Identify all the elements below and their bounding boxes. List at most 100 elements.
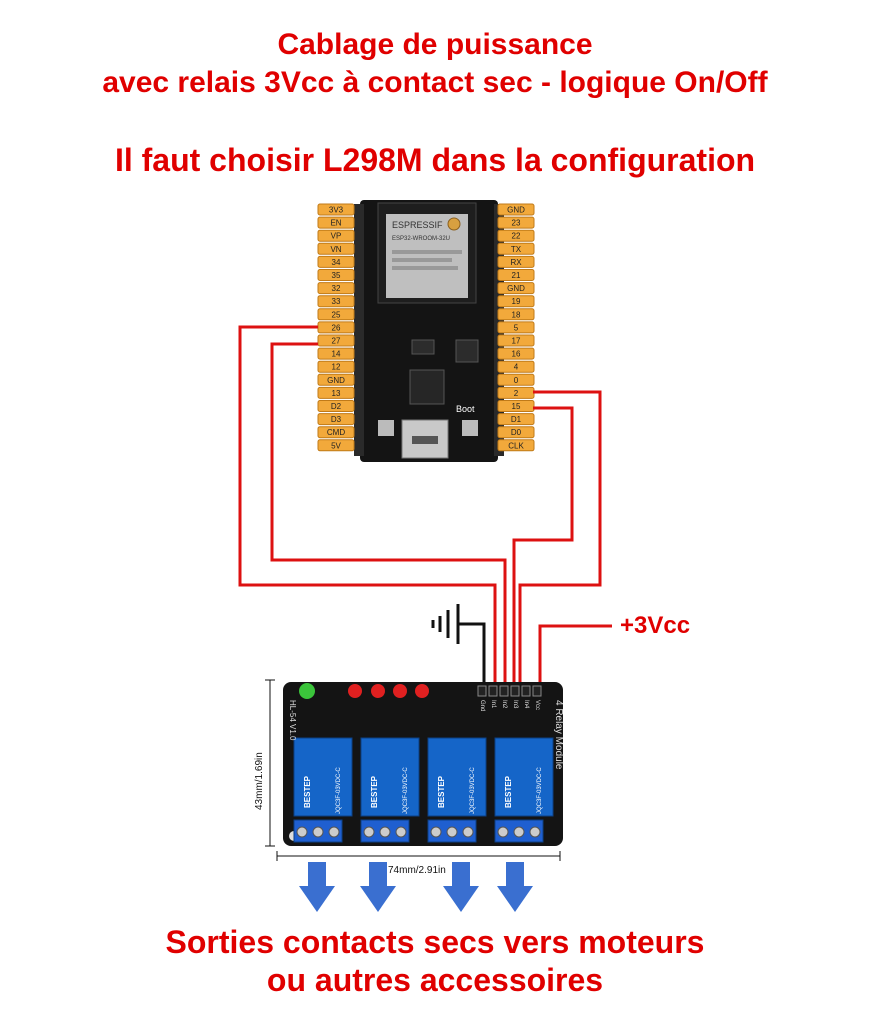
left-pin-label: 14 (332, 350, 341, 359)
left-pin-label: VN (330, 245, 341, 254)
vcc-label: +3Vcc (620, 612, 691, 639)
left-pin-18 (317, 439, 355, 452)
right-pin-8 (497, 308, 535, 321)
left-pin-label: D3 (331, 415, 342, 424)
terminal-screw (529, 826, 541, 838)
left-pin-3 (317, 242, 355, 255)
height-dimension: 43mm/1.69in (254, 752, 265, 810)
relay-brand: BESTEP (303, 775, 312, 808)
wire-vcc (538, 624, 612, 690)
output-arrow-2 (360, 862, 396, 912)
relay-4 (494, 737, 554, 817)
relay-3 (427, 737, 487, 817)
espressif-brand: ESPRESSIF (392, 220, 443, 230)
usb-chip (409, 369, 445, 405)
esp32-board: ESPRESSIF ESP32-WROOM-32U Boot 3V3ENVPVN… (317, 200, 535, 462)
terminal-screw (328, 826, 340, 838)
left-pin-label: 34 (332, 258, 341, 267)
terminal-screw (296, 826, 308, 838)
relay-model: JQC3F-03VDC-C (336, 767, 342, 814)
right-pin-12 (497, 360, 535, 373)
right-pin-9 (497, 321, 535, 334)
left-pin-5 (317, 269, 355, 281)
boot-button[interactable] (462, 420, 478, 436)
relay-2 (360, 737, 420, 817)
right-pin-label: 15 (512, 402, 521, 411)
right-pin-label: 18 (512, 310, 521, 319)
left-pin-label: CMD (327, 428, 345, 437)
title-line-2: avec relais 3Vcc à contact sec - logique… (102, 66, 768, 99)
right-pin-16 (497, 413, 535, 426)
left-pin-label: 12 (332, 363, 341, 372)
right-pin-2 (497, 229, 535, 242)
wire-gnd (458, 622, 486, 690)
wroom-module: ESPRESSIF ESP32-WROOM-32U (377, 202, 477, 304)
dimension-height (265, 679, 275, 847)
right-pin-label: D0 (511, 428, 522, 437)
header-pin-label: Vcc (534, 700, 540, 710)
header-pin-in4 (521, 685, 531, 697)
right-pin-label: 2 (514, 389, 519, 398)
side-label: HL-54 V1.0 (288, 700, 297, 741)
module-name: ESP32-WROOM-32U (392, 236, 450, 242)
left-pin-label: D2 (331, 402, 342, 411)
left-pin-8 (317, 308, 355, 321)
header-pin-label: In2 (501, 700, 507, 709)
left-pin-1 (317, 216, 355, 229)
left-pin-label: 32 (332, 284, 341, 293)
wire-gpio26 (238, 325, 497, 690)
right-pin-label: 19 (512, 297, 521, 306)
relay-model: JQC3F-03VDC-C (403, 767, 409, 814)
left-pin-6 (317, 282, 355, 295)
output-arrow-1 (299, 862, 335, 912)
left-pin-label: 5V (331, 441, 341, 450)
right-pin-1 (497, 216, 535, 229)
relay-led-1 (348, 684, 362, 698)
boot-label: Boot (456, 404, 475, 414)
relay-1 (293, 737, 353, 817)
terminal-screw (379, 826, 391, 838)
terminal-screw (312, 826, 324, 838)
relay-led-3 (393, 684, 407, 698)
right-pin-13 (497, 373, 535, 386)
right-pin-0 (497, 203, 535, 216)
right-pin-10 (497, 334, 535, 347)
ground-symbol (431, 604, 460, 644)
right-pin-label: GND (507, 284, 525, 293)
right-pin-4 (497, 255, 535, 268)
right-pin-label: TX (511, 245, 522, 254)
header-pin-gnd (477, 685, 487, 697)
wire-gpio15 (512, 406, 574, 690)
right-pin-5 (497, 269, 535, 281)
left-pin-13 (317, 373, 355, 386)
wire-gpio27 (270, 342, 507, 690)
output-arrow-4 (497, 862, 533, 912)
left-pin-label: 33 (332, 297, 341, 306)
bottom-line-1: Sorties contacts secs vers moteurs (165, 924, 705, 960)
left-pin-0 (317, 203, 355, 216)
header-pin-in3 (510, 685, 520, 697)
left-pin-label: GND (327, 376, 345, 385)
output-arrows (299, 862, 533, 912)
right-pin-label: 17 (512, 337, 521, 346)
header-pin-label: In4 (523, 700, 529, 709)
terminal-screw (497, 826, 509, 838)
right-pin-label: 4 (514, 363, 519, 372)
left-pin-12 (317, 360, 355, 373)
header-pin-label: In1 (490, 700, 496, 709)
right-pin-3 (497, 242, 535, 255)
right-pin-6 (497, 282, 535, 295)
left-pin-label: 35 (332, 271, 341, 280)
left-pin-14 (317, 386, 355, 399)
header-pin-label: In3 (512, 700, 518, 709)
left-pin-15 (317, 400, 355, 412)
right-pin-label: RX (510, 258, 522, 267)
left-pin-4 (317, 255, 355, 268)
right-pin-label: D1 (511, 415, 522, 424)
right-pin-18 (497, 439, 535, 452)
relay-brand: BESTEP (437, 775, 446, 808)
right-pin-label: GND (507, 206, 525, 215)
left-pin-label: 27 (332, 337, 341, 346)
en-button[interactable] (378, 420, 394, 436)
